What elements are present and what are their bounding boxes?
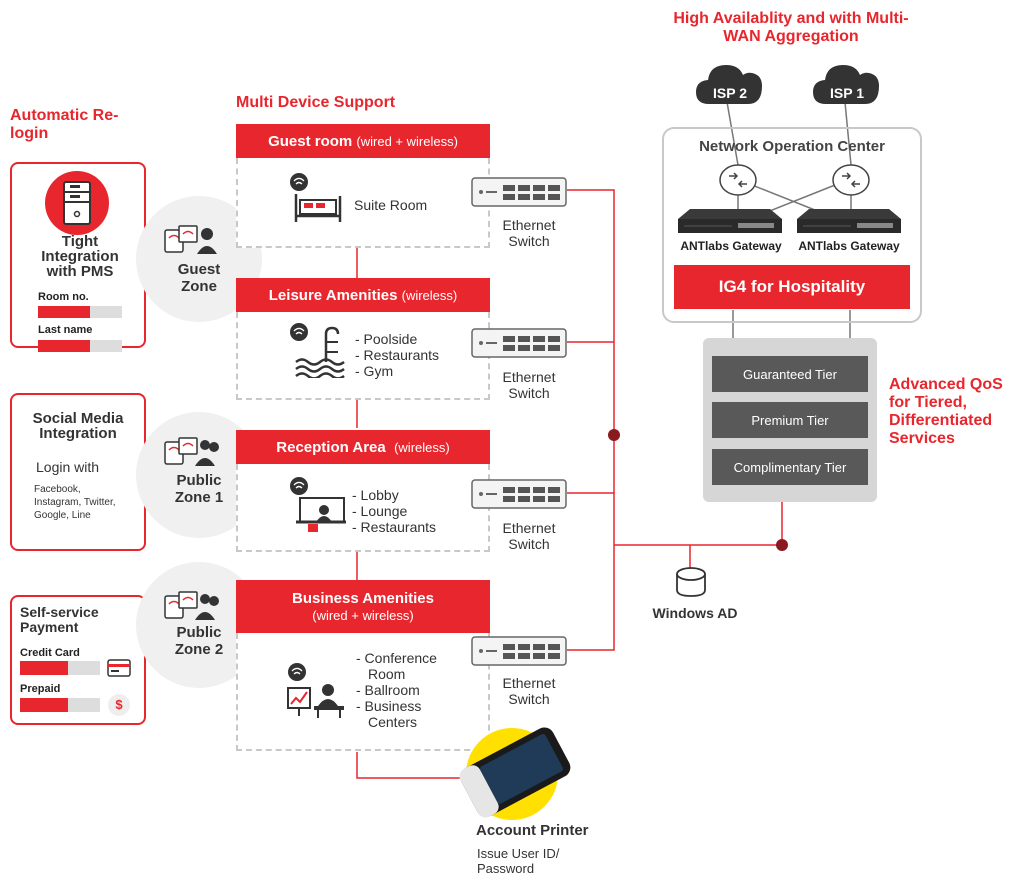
public-zone-1-label: Public Zone 1 [174,472,224,506]
amenity-box-guest-room [236,158,490,248]
relogin-title: Automatic Re-login [10,107,119,142]
multi-device-title: Multi Device Support [236,94,396,111]
tier-complimentary: Complimentary Tier [712,449,868,485]
pms-heading: Tight Integration with PMS [41,233,119,280]
ethernet-switch-icon [471,328,567,358]
room-no-label: Room no. [38,291,89,303]
amenity-item: - Conference [356,650,437,666]
credit-card-icon [107,659,131,677]
server-icon [45,171,109,235]
ig4-product-bar: IG4 for Hospitality [674,265,910,309]
room-no-field[interactable] [38,306,122,318]
amenity-item: Room [368,666,406,682]
gateway-label: ANTlabs Gateway [798,239,900,253]
devices-icon [164,591,219,620]
amenity-item: - Poolside [355,331,418,347]
credit-card-label: Credit Card [20,647,80,659]
tier-premium: Premium Tier [712,402,868,438]
amenity-item: Suite Room [354,197,428,213]
social-networks: Facebook, Instagram, Twitter, Google, Li… [34,484,116,521]
gateway-server-icon [797,209,901,233]
account-printer-caption: Issue User ID/ Password [477,846,560,876]
junction-dot [776,539,788,551]
pms-panel: Tight Integration with PMS Room no. Last… [10,162,146,352]
amenity-title: Guest room [268,132,353,150]
guest-zone-label: Guest Zone [177,261,221,295]
printer-icon [459,727,571,820]
amenity-detail: (wireless) [394,439,450,455]
isp-2-label: ISP 2 [713,85,747,101]
router-icon [719,164,757,196]
social-panel: Social Media Integration Login with Face… [10,393,146,551]
login-with-label: Login with [36,459,100,475]
amenity-title: Business Amenities [292,589,434,607]
amenity-item: - Restaurants [355,347,440,363]
public-zone-2-label: Public Zone 2 [174,624,224,658]
ethernet-switch-icon [471,636,567,666]
qos-title: Advanced QoS for Tiered, Differentiated … [889,376,1003,447]
amenity-header-guest-room: Guest room (wired + wireless) [236,124,490,158]
gateway-label: ANTlabs Gateway [680,239,782,253]
account-printer-title: Account Printer [476,822,589,839]
high-availability-title: High Availablity and with Multi-WAN Aggr… [673,10,909,45]
windows-ad-label: Windows AD [652,605,738,621]
cloud-icon [696,65,762,104]
router-icon [832,164,870,196]
bed-icon [290,173,342,222]
amenity-item: - Business [356,698,422,714]
social-heading: Social Media Integration [32,410,124,442]
payment-panel: Self-service Payment Credit Card Prepaid… [10,595,146,725]
reception-desk-icon [290,477,346,532]
dollar-sign: $ [115,697,123,712]
dollar-icon [108,694,130,716]
amenity-detail: (wired + wireless) [356,133,458,149]
amenity-title: Leisure Amenities [268,286,398,304]
amenity-item: - Gym [355,363,394,379]
noc-panel [662,127,922,323]
amenity-item: - Lobby [352,487,399,503]
isp-1-label: ISP 1 [830,85,864,101]
payment-heading: Self-service Payment [20,604,99,635]
credit-card-field[interactable] [20,661,100,675]
amenity-box-business [236,633,490,751]
database-icon [676,567,706,597]
amenity-header-business: Business Amenities (wired + wireless) [236,580,490,633]
amenity-title: Reception Area [276,438,386,456]
prepaid-label: Prepaid [20,683,61,695]
amenity-item: - Ballroom [356,682,420,698]
junction-dot [608,429,620,441]
devices-icon [164,225,217,254]
gateway-server-icon [678,209,782,233]
noc-title: Network Operation Center [699,138,885,155]
amenity-detail: (wired + wireless) [312,607,414,623]
amenity-header-leisure: Leisure Amenities (wireless) [236,278,490,312]
amenity-detail: (wireless) [401,287,458,303]
ethernet-switch-icon [471,177,567,207]
last-name-field[interactable] [38,340,122,352]
last-name-label: Last name [38,324,93,336]
prepaid-field[interactable] [20,698,100,712]
tier-guaranteed: Guaranteed Tier [712,356,868,392]
amenity-item: Centers [368,714,418,730]
ethernet-switch-icon [471,479,567,509]
amenity-box-leisure [236,312,490,400]
pool-icon [290,323,345,378]
amenity-box-reception [236,464,490,552]
conference-icon [287,663,344,718]
devices-icon [164,437,219,466]
cloud-icon [813,65,879,104]
amenity-header-reception: Reception Area (wireless) [236,430,490,464]
amenity-item: - Lounge [352,503,408,519]
amenity-item: - Restaurants [352,519,437,535]
